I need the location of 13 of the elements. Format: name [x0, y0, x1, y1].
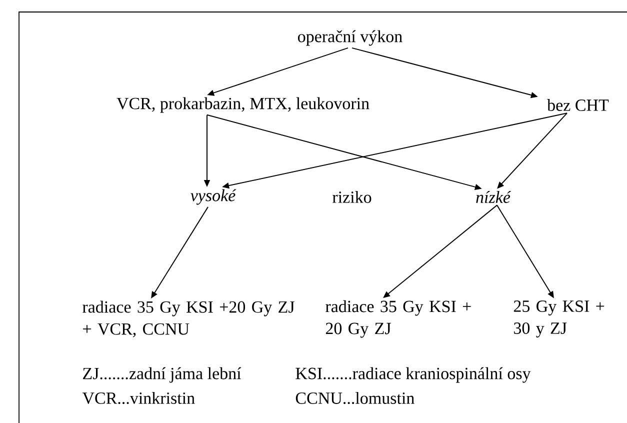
treatment-text: VCR, prokarbazin, MTX, leukovorin — [116, 97, 370, 113]
treatment-text: 25 Gy KSI + 30 y ZJ — [514, 300, 604, 338]
abbreviation-note: ZJ.......zadní jáma lební — [83, 367, 242, 383]
risk-level-text: nízké — [476, 191, 512, 203]
abbreviation-note: KSI.......radiace kraniospinální osy — [296, 367, 531, 383]
treatment-text: bez CHT — [547, 99, 609, 111]
risk-level-text: vysoké — [190, 189, 236, 205]
label-text: riziko — [332, 191, 372, 203]
abbreviation-note: CCNU...lomustin — [296, 392, 414, 404]
treatment-text: radiace 35 Gy KSI +20 Gy ZJ + VCR, CCNU — [82, 300, 294, 338]
treatment-text: operační výkon — [298, 30, 402, 46]
treatment-text: radiace 35 Gy KSI + 20 Gy ZJ — [326, 300, 471, 338]
abbreviation-note: VCR...vinkristin — [82, 392, 195, 404]
